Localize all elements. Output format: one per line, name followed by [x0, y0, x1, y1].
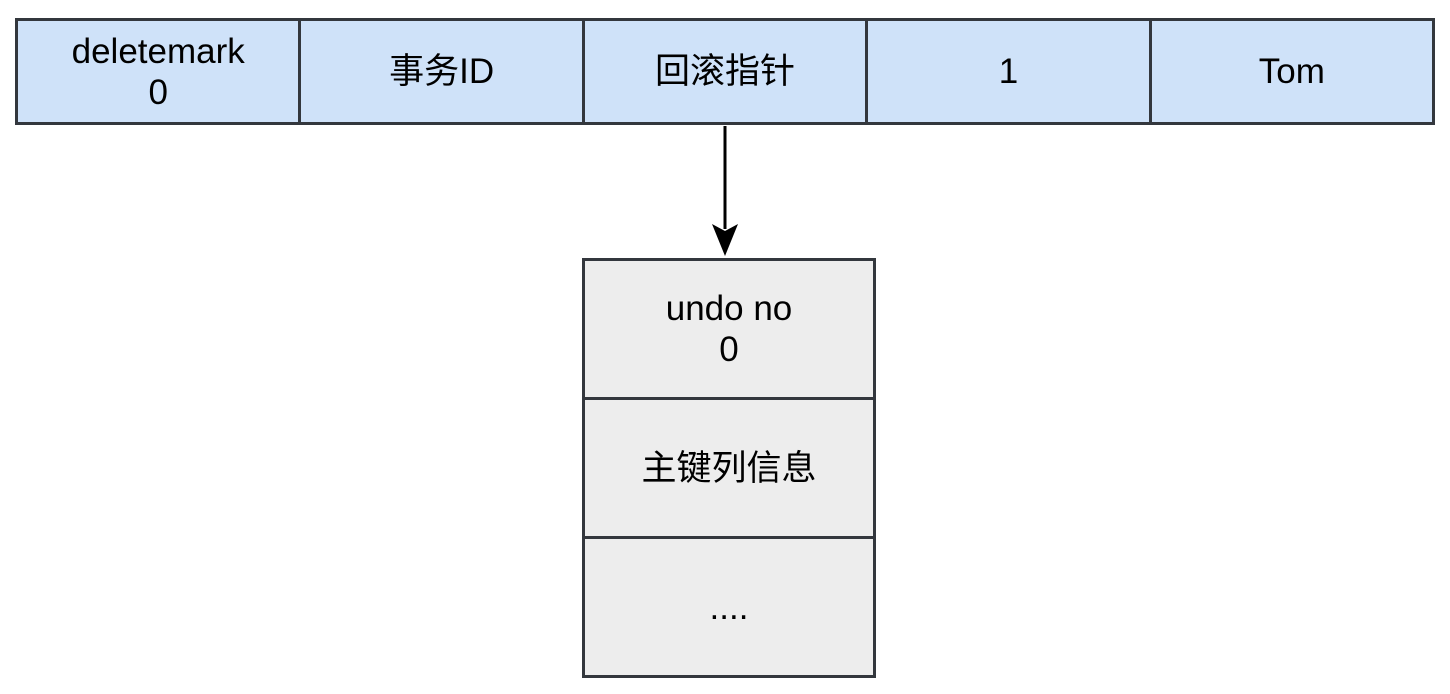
undo-cell-ellipsis: .... [585, 539, 873, 675]
cell-text: deletemark [71, 31, 245, 71]
undo-log-stack: undo no 0 主键列信息 .... [582, 258, 876, 678]
cell-text: 0 [148, 72, 168, 112]
cell-text: 0 [719, 330, 739, 369]
record-cell-rollback-pointer: 回滚指针 [584, 21, 866, 122]
cell-text: 回滚指针 [655, 52, 796, 91]
record-cell-deletemark: deletemark 0 [18, 21, 299, 122]
cell-text: 1 [998, 52, 1019, 91]
undo-cell-primary-key-info: 主键列信息 [585, 400, 873, 536]
cell-text: Tom [1258, 52, 1325, 91]
cell-text: undo no [665, 289, 793, 328]
record-cell-name-value: Tom [1151, 21, 1433, 122]
cell-text: 主键列信息 [641, 448, 817, 488]
cell-text: .... [709, 587, 749, 627]
record-cell-transaction-id: 事务ID [301, 21, 582, 122]
record-row: deletemark 0 事务ID 回滚指针 1 Tom [15, 18, 1435, 125]
record-cell-id-value: 1 [868, 21, 1149, 122]
cell-text: 事务ID [389, 52, 495, 91]
arrow-head-icon [712, 224, 738, 256]
undo-cell-undo-no: undo no 0 [585, 261, 873, 397]
